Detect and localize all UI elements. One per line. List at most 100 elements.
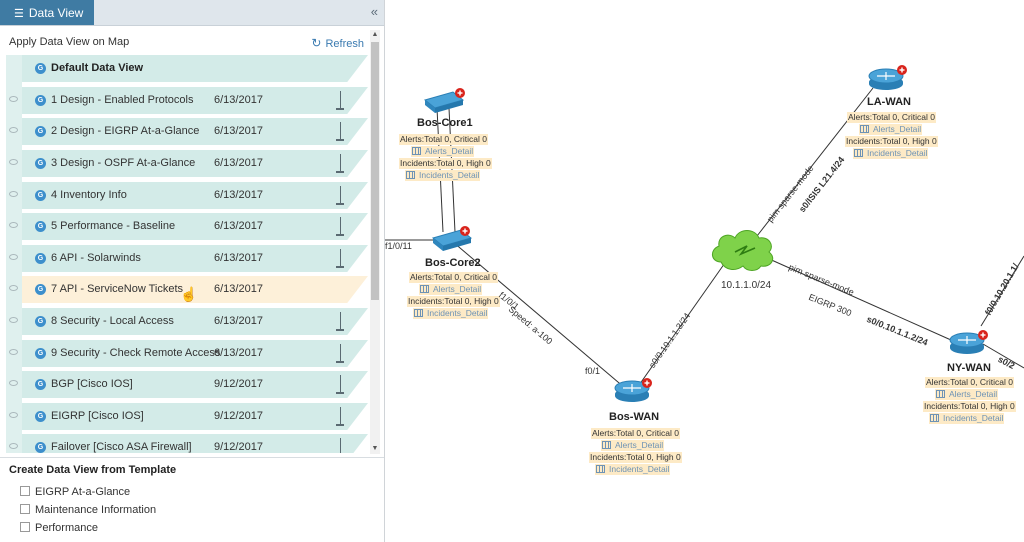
tab-data-view[interactable]: ☰Data View <box>0 0 94 25</box>
data-view-row-hovered[interactable]: G 7 API - ServiceNow Tickets 6/13/2017 <box>6 276 368 303</box>
eye-icon[interactable] <box>9 222 18 228</box>
data-view-row[interactable]: G 4 Inventory Info 6/13/2017 <box>6 182 368 209</box>
tab-label: Data View <box>28 6 84 20</box>
eye-icon[interactable] <box>9 285 18 291</box>
double-chevron-left-icon[interactable]: « <box>370 4 378 19</box>
eye-icon[interactable] <box>9 380 18 386</box>
data-view-name: Failover [Cisco ASA Firewall] <box>51 441 192 453</box>
alerts-detail-link[interactable]: Alerts_Detail <box>601 440 665 451</box>
data-view-icon: G <box>35 95 46 106</box>
eye-icon[interactable] <box>9 159 18 165</box>
template-item-performance[interactable]: Performance <box>20 522 98 534</box>
switch-icon[interactable] <box>423 88 465 113</box>
table-icon <box>414 309 423 317</box>
pin-icon[interactable] <box>334 213 348 240</box>
eye-icon[interactable] <box>9 412 18 418</box>
pin-icon[interactable] <box>334 340 348 367</box>
data-view-row-default[interactable]: G Default Data View <box>6 55 368 82</box>
eye-icon[interactable] <box>9 96 18 102</box>
data-view-name: 1 Design - Enabled Protocols <box>51 94 194 106</box>
device-label[interactable]: LA-WAN <box>867 96 911 108</box>
checkbox[interactable] <box>20 486 30 496</box>
scroll-up-icon[interactable]: ▲ <box>371 31 379 38</box>
data-view-name: 6 API - Solarwinds <box>51 252 141 264</box>
data-view-icon: G <box>35 442 46 453</box>
checkbox[interactable] <box>20 504 30 514</box>
template-item-eigrp[interactable]: EIGRP At-a-Glance <box>20 486 130 498</box>
pin-icon[interactable] <box>334 118 348 145</box>
data-view-row[interactable]: G EIGRP [Cisco IOS] 9/12/2017 <box>6 403 368 430</box>
eye-icon[interactable] <box>9 317 18 323</box>
eye-icon[interactable] <box>9 191 18 197</box>
pin-icon[interactable] <box>334 182 348 209</box>
device-label[interactable]: NY-WAN <box>947 362 991 374</box>
refresh-button[interactable]: ↻Refresh <box>311 36 364 50</box>
router-icon[interactable] <box>949 330 988 354</box>
switch-icon[interactable] <box>431 226 473 251</box>
eye-icon[interactable] <box>9 443 18 449</box>
device-label[interactable]: Bos-Core2 <box>425 257 481 269</box>
data-view-row[interactable]: G 1 Design - Enabled Protocols 6/13/2017 <box>6 87 368 114</box>
network-cloud-icon[interactable] <box>712 230 774 271</box>
pin-icon[interactable] <box>334 403 348 430</box>
panel-header: ☰Data View « <box>0 0 384 26</box>
data-view-row[interactable]: G 3 Design - OSPF At-a-Glance 6/13/2017 <box>6 150 368 177</box>
interface-label: f0/1 <box>585 366 601 376</box>
incidents-detail-link[interactable]: Incidents_Detail <box>929 413 1005 424</box>
alerts-summary: Alerts:Total 0, Critical 0 <box>925 377 1014 388</box>
list-scrollbar[interactable]: ▲ ▼ <box>370 30 380 454</box>
alerts-detail-link[interactable]: Alerts_Detail <box>935 389 999 400</box>
data-view-name: 8 Security - Local Access <box>51 315 174 327</box>
hand-cursor-icon: ☝ <box>180 286 198 302</box>
pin-icon[interactable] <box>334 434 348 453</box>
pin-icon[interactable] <box>334 308 348 335</box>
incidents-detail-link[interactable]: Incidents_Detail <box>595 464 671 475</box>
table-icon <box>406 171 415 179</box>
checkbox[interactable] <box>20 522 30 532</box>
alerts-detail-link[interactable]: Alerts_Detail <box>411 146 475 157</box>
data-view-row[interactable]: G BGP [Cisco IOS] 9/12/2017 <box>6 371 368 398</box>
alerts-detail-link[interactable]: Alerts_Detail <box>859 124 923 135</box>
network-map[interactable]: Bos-Core1 Alerts:Total 0, Critical 0 Ale… <box>385 0 1024 542</box>
table-icon <box>596 465 605 473</box>
data-view-name: EIGRP [Cisco IOS] <box>51 410 144 422</box>
data-view-date: 9/12/2017 <box>214 378 263 390</box>
alerts-summary: Alerts:Total 0, Critical 0 <box>847 112 936 123</box>
data-view-row[interactable]: G 5 Performance - Baseline 6/13/2017 <box>6 213 368 240</box>
eye-icon[interactable] <box>9 349 18 355</box>
alerts-detail-link[interactable]: Alerts_Detail <box>419 284 483 295</box>
router-icon[interactable] <box>614 378 652 402</box>
data-view-row[interactable]: G 6 API - Solarwinds 6/13/2017 <box>6 245 368 272</box>
data-view-row[interactable]: G 2 Design - EIGRP At-a-Glance 6/13/2017 <box>6 118 368 145</box>
data-view-row[interactable]: G 8 Security - Local Access 6/13/2017 <box>6 308 368 335</box>
eye-icon[interactable] <box>9 127 18 133</box>
data-view-row[interactable]: G Failover [Cisco ASA Firewall] 9/12/201… <box>6 434 368 453</box>
data-view-icon: G <box>35 253 46 264</box>
table-icon <box>930 414 939 422</box>
data-view-name: BGP [Cisco IOS] <box>51 378 133 390</box>
pin-icon[interactable] <box>334 87 348 114</box>
data-view-icon: G <box>35 411 46 422</box>
pin-icon[interactable] <box>334 150 348 177</box>
pin-icon[interactable] <box>334 371 348 398</box>
device-label[interactable]: Bos-WAN <box>609 411 660 423</box>
data-view-name: Default Data View <box>51 62 144 74</box>
device-label[interactable]: Bos-Core1 <box>417 117 473 129</box>
data-view-name: 7 API - ServiceNow Tickets <box>51 283 184 295</box>
scrollbar-thumb[interactable] <box>371 42 379 300</box>
table-icon <box>854 149 863 157</box>
alerts-summary: Alerts:Total 0, Critical 0 <box>409 272 498 283</box>
incidents-detail-link[interactable]: Incidents_Detail <box>853 148 929 159</box>
template-section-title: Create Data View from Template <box>9 464 177 476</box>
eye-icon[interactable] <box>9 254 18 260</box>
incidents-detail-link[interactable]: Incidents_Detail <box>405 170 481 181</box>
scroll-down-icon[interactable]: ▼ <box>371 445 379 452</box>
template-item-maintenance[interactable]: Maintenance Information <box>20 504 156 516</box>
incidents-detail-link[interactable]: Incidents_Detail <box>413 308 489 319</box>
data-view-date: 6/13/2017 <box>214 125 263 137</box>
data-view-row[interactable]: G 9 Security - Check Remote Access 6/13/… <box>6 340 368 367</box>
pin-icon[interactable] <box>334 245 348 272</box>
data-view-date: 9/12/2017 <box>214 410 263 422</box>
router-icon[interactable] <box>868 65 907 90</box>
interface-label: f1/0/11 <box>385 241 412 251</box>
